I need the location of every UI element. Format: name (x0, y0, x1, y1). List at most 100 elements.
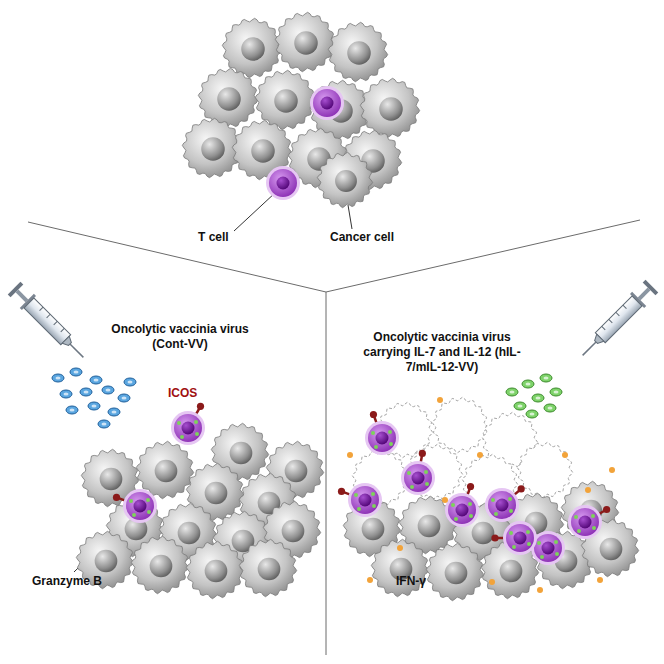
t-cell-halo (401, 461, 435, 495)
t-cell (310, 86, 344, 120)
cell-nucleus (258, 558, 281, 581)
virus-particle (88, 402, 100, 410)
t-cell-body (174, 414, 202, 442)
lysed-cell (517, 442, 572, 497)
cell-nucleus (282, 520, 305, 543)
virus-core (112, 410, 117, 413)
t-cell-body (269, 169, 297, 197)
virus-core (518, 404, 523, 407)
granzyme-granule (132, 513, 136, 517)
granzyme-granule (389, 442, 393, 446)
t-cell-nucleus (412, 472, 425, 485)
cell-layer (52, 12, 639, 600)
cancer-cell (131, 536, 188, 593)
leader-line (234, 192, 276, 231)
ifn-gamma-dot (397, 545, 403, 551)
granzyme-granule (592, 526, 596, 530)
granzyme-granule (357, 507, 361, 511)
t-cell-body (534, 534, 562, 562)
cell-membrane (317, 152, 372, 207)
t-cell-body (313, 89, 341, 117)
cell-nucleus (500, 560, 523, 583)
virus-core (106, 388, 111, 391)
icos-head (338, 488, 345, 495)
cell-nucleus (155, 460, 178, 483)
t-cell-body (448, 496, 476, 524)
cell-label: T cell (198, 230, 229, 245)
granzyme-granule (454, 517, 458, 521)
t-cell-halo (365, 421, 399, 455)
icos-head (467, 483, 474, 490)
virus-particle (98, 420, 110, 428)
virus-core (70, 408, 75, 411)
cancer-cell (198, 68, 257, 127)
granzyme-granule (147, 510, 151, 514)
granzyme-granule (555, 552, 559, 556)
granzyme-granule (195, 432, 199, 436)
granzyme-granule (354, 493, 358, 497)
cell-nucleus (445, 562, 468, 585)
t-cell-nucleus (496, 499, 509, 512)
virus-core (526, 382, 531, 385)
ifn-gamma-dot (597, 577, 603, 583)
t-cell (171, 403, 205, 445)
granzyme-granule (509, 531, 513, 535)
granzyme-granule (526, 530, 530, 534)
granzyme-granule (527, 542, 531, 546)
t-cell (401, 450, 435, 495)
virus-core (56, 376, 61, 379)
cell-nucleus (600, 538, 623, 561)
cancer-cell (426, 543, 483, 600)
virus-core (102, 422, 107, 425)
cell-nucleus (294, 31, 318, 55)
t-cell-body (506, 524, 534, 552)
granzyme-granule (469, 514, 473, 518)
cancer-cell (275, 12, 334, 71)
t-cell-halo (123, 489, 157, 523)
granzyme-granule (407, 471, 411, 475)
cell-membrane (328, 22, 387, 81)
virus-particle (108, 408, 120, 416)
t-cell-body (351, 486, 379, 514)
ifn-gamma-dot (347, 452, 353, 458)
virus-particle (70, 368, 82, 376)
granzyme-granule (574, 515, 578, 519)
granzyme-granule (194, 420, 198, 424)
granzyme-label: Granzyme B (32, 574, 102, 589)
virus-particle (514, 402, 526, 410)
divider (326, 292, 327, 655)
icos-head (419, 450, 426, 457)
cancer-cell (239, 539, 296, 596)
t-cell (113, 489, 157, 523)
virus-particle (52, 374, 64, 382)
cancer-cell (360, 78, 419, 137)
granzyme-granule (180, 435, 184, 439)
granzyme-granule (591, 514, 595, 518)
granzyme-granule (508, 497, 512, 501)
t-cell-nucleus (579, 516, 592, 529)
ifn-gamma-dot (562, 452, 568, 458)
syringe-right (576, 279, 659, 362)
t-cell-body (571, 508, 599, 536)
t-cell-nucleus (182, 422, 195, 435)
granzyme-granule (177, 421, 181, 425)
cell-nucleus (241, 37, 265, 61)
granzyme-granule (371, 492, 375, 496)
divider (326, 220, 640, 292)
cell-nucleus (205, 482, 228, 505)
t-cell (266, 166, 300, 200)
cell-nucleus (525, 512, 548, 535)
granzyme-granule (146, 498, 150, 502)
t-cell (491, 521, 537, 555)
leader-line (348, 205, 352, 229)
virus-core (554, 390, 559, 393)
icos-head (370, 411, 377, 418)
t-cell-halo (310, 86, 344, 120)
icos-head (603, 506, 610, 513)
virus-particle (118, 394, 130, 402)
virus-particle (550, 388, 562, 396)
t-cell-body (368, 424, 396, 452)
cell-membrane (131, 536, 188, 593)
virus-core (94, 378, 99, 381)
